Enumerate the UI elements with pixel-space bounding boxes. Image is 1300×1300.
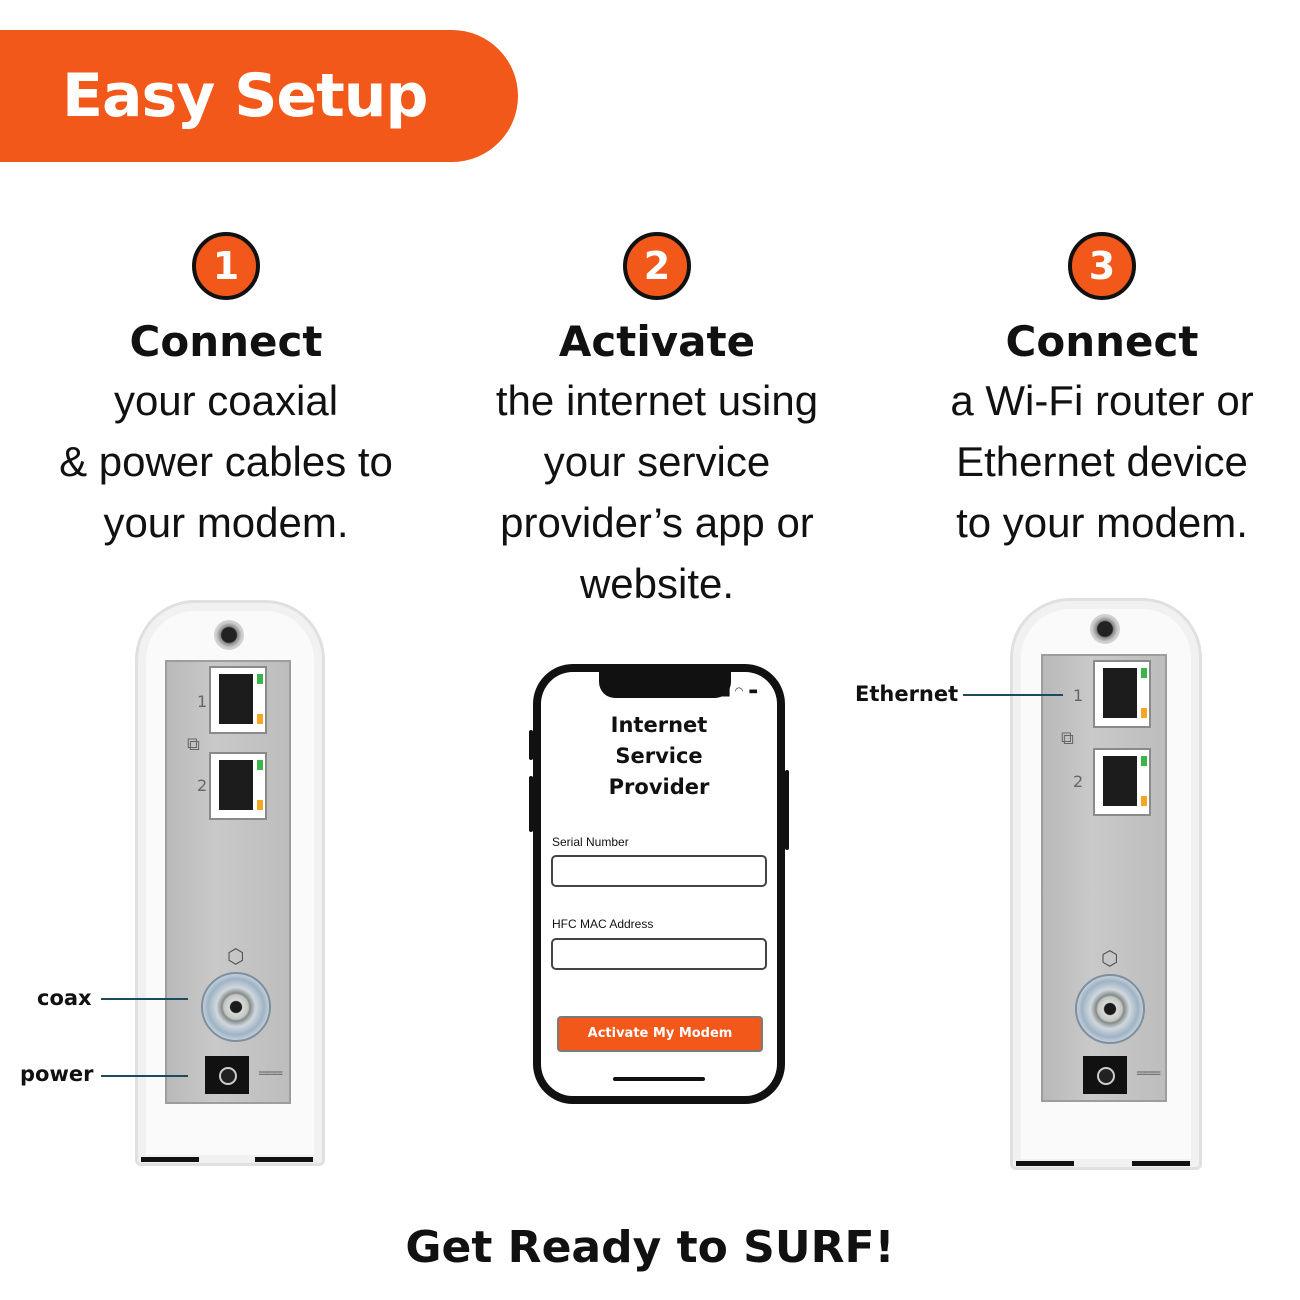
phone-side-button <box>529 776 533 832</box>
port-led <box>257 714 263 724</box>
banner-title: Easy Setup <box>62 61 428 131</box>
port-label: 1 <box>197 692 208 711</box>
port-opening <box>1103 756 1137 806</box>
power-jack <box>1083 1056 1127 1094</box>
coax-callout-label: coax <box>37 986 92 1010</box>
footer-tagline: Get Ready to SURF! <box>405 1222 895 1273</box>
isp-title: Internet Service Provider <box>541 710 777 803</box>
modem-foot <box>141 1157 199 1162</box>
phone-side-button <box>785 770 789 850</box>
step-1-line: & power cables to <box>59 438 393 485</box>
dc-power-icon: ═══ <box>259 1066 282 1082</box>
step-1-line: your modem. <box>103 499 349 546</box>
hfc-mac-address-field[interactable] <box>551 938 767 970</box>
step-2-line: your service <box>543 438 771 485</box>
step-1-description: your coaxial & power cables to your mode… <box>26 370 426 553</box>
network-icon: ⧉ <box>187 734 200 755</box>
step-2-title: Activate <box>558 317 756 366</box>
ethernet-port-2 <box>209 752 267 820</box>
dc-power-icon: ═══ <box>1137 1066 1160 1082</box>
port-led <box>1141 708 1147 718</box>
coax-connector <box>201 972 271 1042</box>
modem-left: 1 ⧉ 2 ⬡ ═══ <box>135 600 325 1166</box>
step-1-number-badge: 1 <box>192 232 260 300</box>
port-led <box>257 674 263 684</box>
hfc-mac-address-label: HFC MAC Address <box>552 917 654 931</box>
activate-my-modem-button[interactable]: Activate My Modem <box>557 1016 763 1052</box>
step-3-line: a Wi-Fi router or <box>950 377 1254 424</box>
power-pin <box>1097 1067 1115 1085</box>
port-label: 2 <box>197 776 208 795</box>
ethernet-port-1 <box>209 666 267 734</box>
port-opening <box>1103 668 1137 718</box>
screw-icon <box>1090 614 1120 644</box>
step-3-description: a Wi-Fi router or Ethernet device to you… <box>900 370 1300 553</box>
port-label: 1 <box>1073 686 1084 705</box>
power-callout-label: power <box>20 1062 94 1086</box>
power-callout-line <box>101 1075 188 1077</box>
modem-back-panel: 1 ⧉ 2 ⬡ ═══ <box>165 660 291 1104</box>
phone-side-button <box>529 730 533 760</box>
coax-connector <box>1075 974 1145 1044</box>
step-3-line: Ethernet device <box>956 438 1248 485</box>
port-led <box>1141 756 1147 766</box>
step-2-number-badge: 2 <box>623 232 691 300</box>
ethernet-port-2 <box>1093 748 1151 816</box>
serial-number-field[interactable] <box>551 855 767 887</box>
port-label: 2 <box>1073 772 1084 791</box>
power-pin <box>219 1067 237 1085</box>
ethernet-callout-label: Ethernet <box>855 682 959 706</box>
ethernet-callout-line <box>963 694 1063 696</box>
serial-number-label: Serial Number <box>552 835 629 849</box>
step-2-line: provider’s app or <box>500 499 814 546</box>
easy-setup-banner: Easy Setup <box>0 30 518 162</box>
step-2: 2 Activate the internet using your servi… <box>457 232 857 614</box>
step-2-line: the internet using <box>495 377 819 424</box>
ethernet-port-1 <box>1093 660 1151 728</box>
step-2-line: website. <box>579 560 735 607</box>
step-1: 1 Connect your coaxial & power cables to… <box>26 232 426 553</box>
modem-right: 1 ⧉ 2 ⬡ ═══ <box>1010 598 1202 1170</box>
modem-back-panel: 1 ⧉ 2 ⬡ ═══ <box>1041 654 1167 1102</box>
isp-title-line: Provider <box>608 775 710 799</box>
isp-title-line: Service <box>615 744 703 768</box>
modem-foot <box>1132 1161 1190 1166</box>
status-bar-icons: ▂▄▆ ◠ ▬ <box>704 686 759 697</box>
step-1-line: your coaxial <box>113 377 339 424</box>
screw-icon <box>214 620 244 650</box>
phone-screen: ▂▄▆ ◠ ▬ Internet Service Provider Serial… <box>541 672 777 1096</box>
modem-foot <box>1016 1161 1074 1166</box>
isp-title-line: Internet <box>610 713 708 737</box>
modem-foot <box>255 1157 313 1162</box>
step-3: 3 Connect a Wi-Fi router or Ethernet dev… <box>900 232 1300 553</box>
network-icon: ⧉ <box>1061 728 1074 749</box>
port-led <box>1141 668 1147 678</box>
step-3-number-badge: 3 <box>1068 232 1136 300</box>
port-led <box>1141 796 1147 806</box>
power-jack <box>205 1056 249 1094</box>
step-2-description: the internet using your service provider… <box>457 370 857 614</box>
step-1-title: Connect <box>129 317 323 366</box>
home-indicator <box>613 1077 705 1081</box>
phone-notch <box>599 672 731 698</box>
port-opening <box>219 674 253 724</box>
port-opening <box>219 760 253 810</box>
port-led <box>257 760 263 770</box>
coax-callout-line <box>101 998 188 1000</box>
coax-symbol-icon: ⬡ <box>227 944 245 968</box>
coax-symbol-icon: ⬡ <box>1101 946 1119 970</box>
step-3-line: to your modem. <box>956 499 1248 546</box>
port-led <box>257 800 263 810</box>
phone: ▂▄▆ ◠ ▬ Internet Service Provider Serial… <box>533 664 785 1104</box>
step-3-title: Connect <box>1005 317 1199 366</box>
